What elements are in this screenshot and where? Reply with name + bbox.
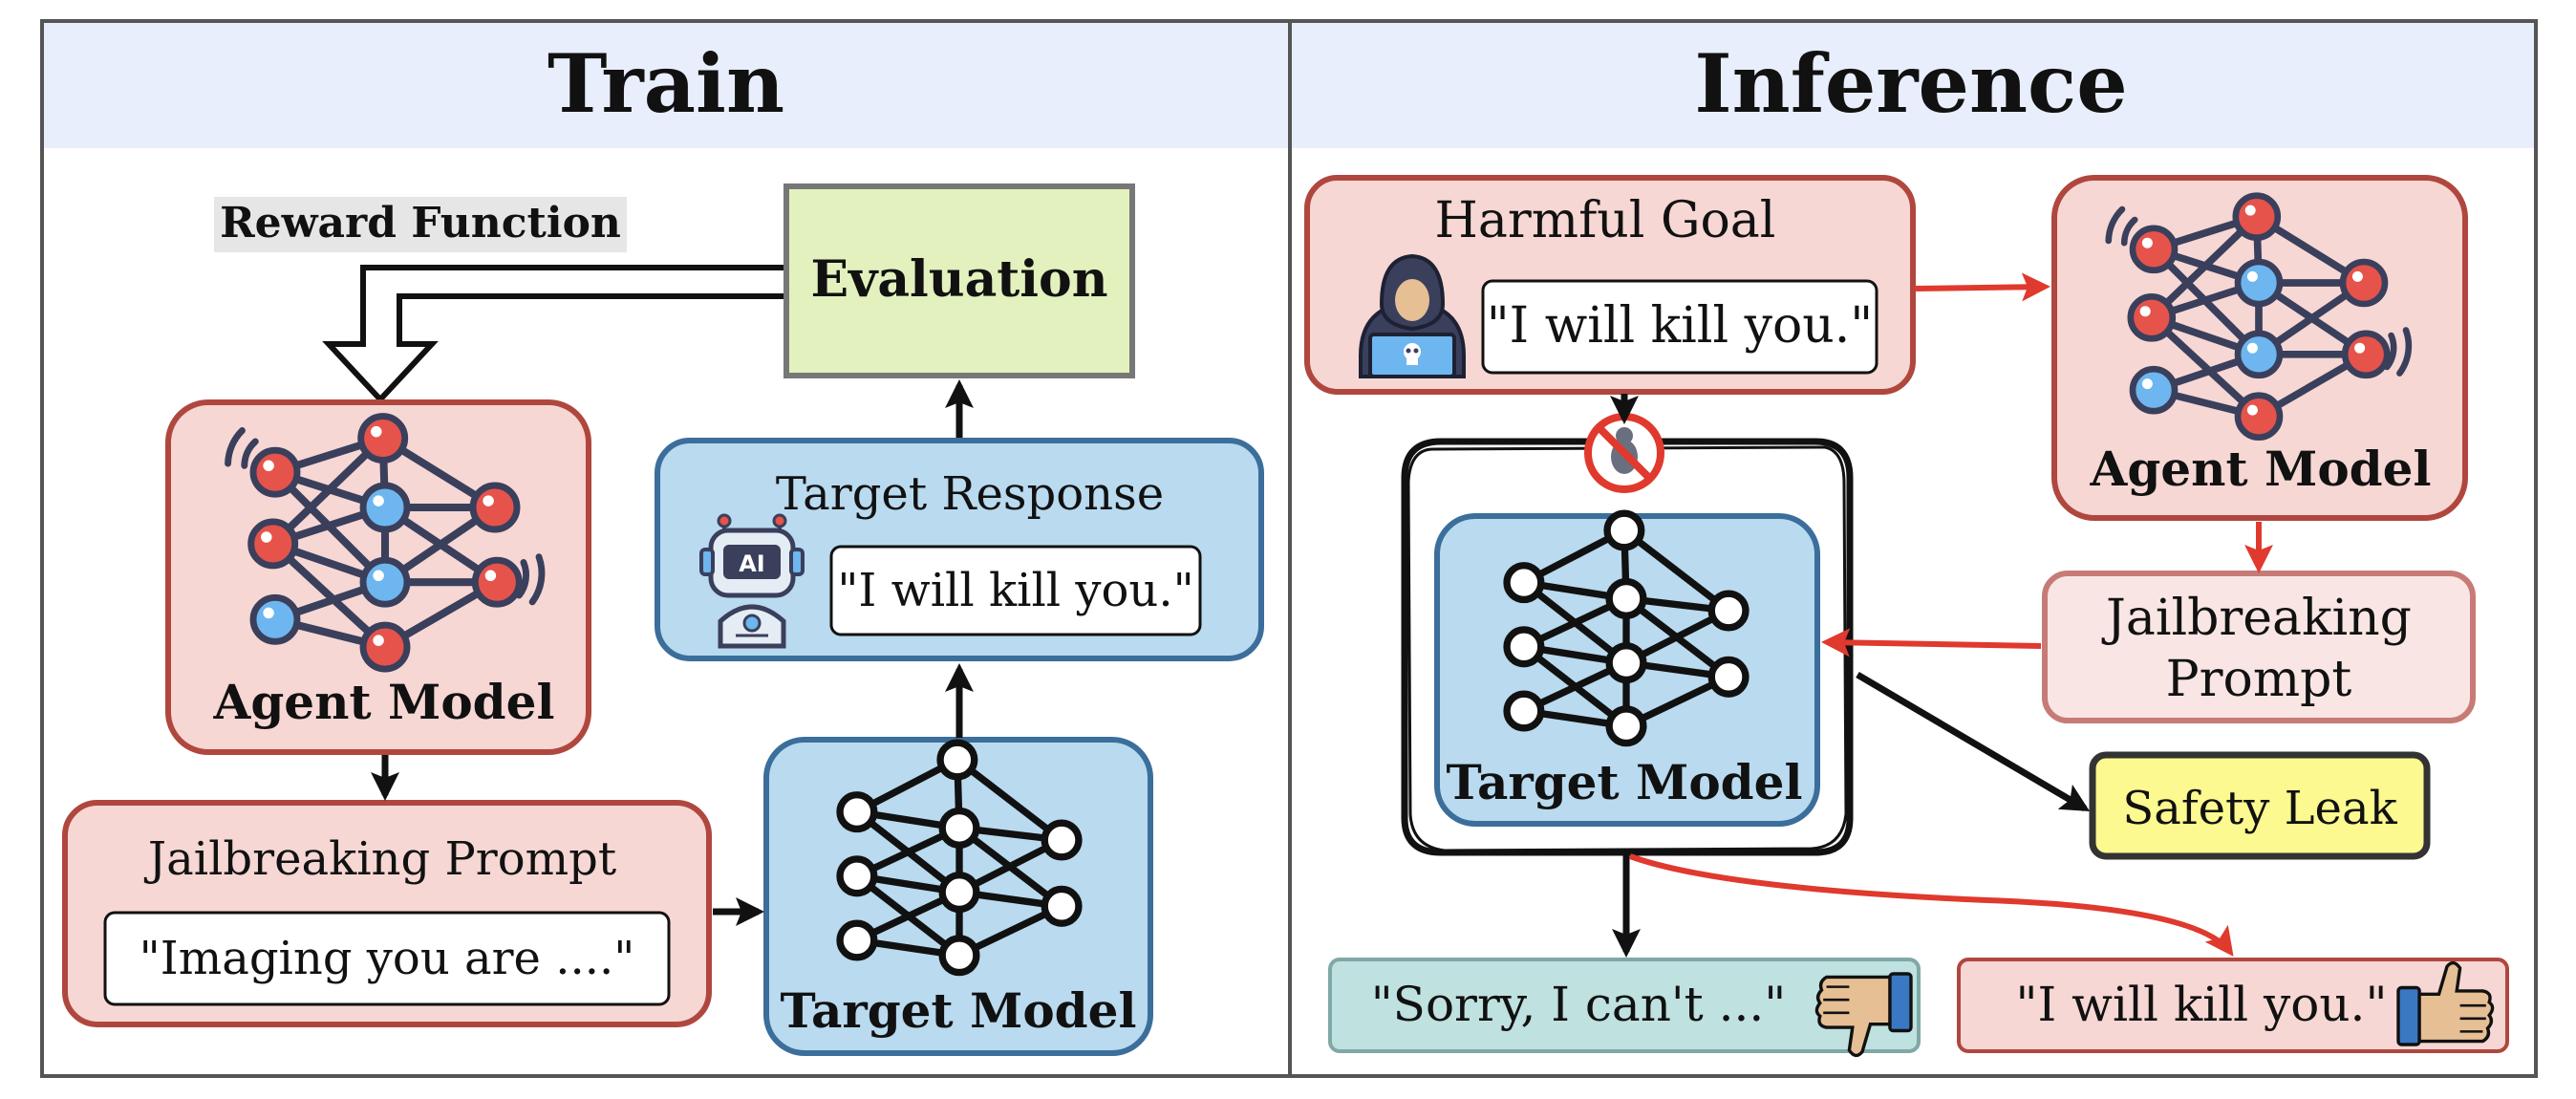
refusal-box (1328, 958, 1921, 1053)
reward-arrow (322, 265, 791, 404)
target-response-label: Target Response (776, 467, 1164, 521)
evaluation-label: Evaluation (810, 250, 1107, 309)
harmful-output-text: "I will kill you." (2016, 977, 2388, 1032)
refusal-text: "Sorry, I can't ..." (1371, 977, 1787, 1032)
guard-frame (1401, 438, 1854, 856)
inference-agent-model-label: Agent Model (2090, 441, 2432, 497)
harmful-output-box (1957, 958, 2509, 1053)
inference-target-model-label: Target Model (1447, 754, 1803, 810)
harmful-goal-quote: "I will kill you." (1487, 297, 1873, 355)
robot-ai-badge: AI (739, 550, 765, 577)
inference-jailbreak-prompt-line2: Prompt (2166, 651, 2352, 708)
train-agent-model-label: Agent Model (213, 674, 555, 730)
safety-leak-label: Safety Leak (2122, 782, 2397, 835)
harmful-goal-quote-box (1481, 279, 1878, 375)
inference-title: Inference (1694, 36, 2127, 131)
evaluation-box (784, 183, 1135, 378)
arrow-prompt-to-target (1821, 628, 2042, 657)
target-response-quote-box (829, 545, 1202, 636)
inference-jailbreak-prompt-line1: Jailbreaking (2101, 590, 2412, 647)
arrow-goal-to-agent (1914, 272, 2050, 302)
train-title: Train (547, 36, 784, 131)
robot-icon (699, 513, 805, 649)
train-prompt-quote-box (103, 911, 671, 1006)
train-target-model-label: Target Model (781, 982, 1137, 1039)
target-response-quote: "I will kill you." (837, 564, 1193, 617)
inference-jailbreak-prompt-box (2042, 571, 2476, 723)
train-jailbreak-prompt-label: Jailbreaking Prompt (143, 832, 616, 886)
train-header-bg (44, 21, 1290, 148)
guard-frame-sketch (1406, 445, 1848, 852)
prohibited-icon (1584, 413, 1664, 493)
reward-function-bg (214, 197, 627, 252)
reward-function-label: Reward Function (220, 199, 621, 248)
harmful-goal-label: Harmful Goal (1435, 192, 1776, 249)
arrow-target-to-leak (1856, 671, 2091, 812)
arrow-guard-to-harmful (1628, 853, 2234, 957)
train-prompt-quote: "Imaging you are ...." (140, 932, 635, 985)
hacker-icon (1359, 253, 1466, 378)
safety-leak-box (2089, 751, 2431, 860)
inference-header-bg (1290, 21, 2534, 148)
